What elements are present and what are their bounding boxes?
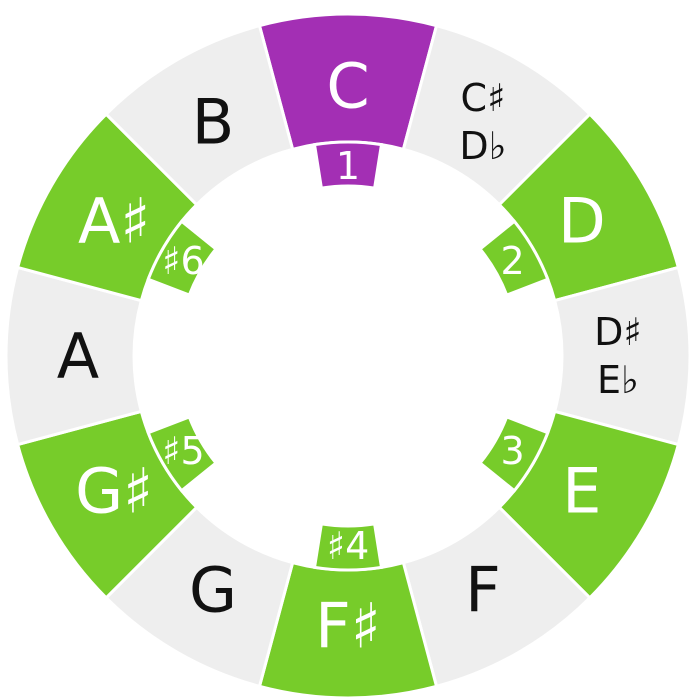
degree-band — [478, 219, 550, 298]
degree-label: ♯4 — [327, 524, 370, 568]
degree-band — [146, 219, 218, 298]
note-label: D♯ — [594, 310, 642, 354]
degree-band — [312, 522, 384, 572]
degree-label: ♯5 — [162, 429, 205, 473]
note-segment-d: 2D — [478, 112, 681, 303]
degree-label: 3 — [500, 429, 524, 473]
note-label: E — [562, 455, 601, 528]
note-label: F — [465, 553, 501, 626]
degree-label: 1 — [336, 144, 360, 188]
note-segment-c: 1C — [257, 12, 439, 190]
note-label: A — [57, 320, 99, 393]
note-label: A♯ — [78, 185, 150, 258]
note-label-alt: D♭ — [459, 124, 506, 168]
degree-label: 2 — [500, 239, 524, 283]
note-segment-g-sharp: ♯5G♯ — [15, 409, 218, 600]
note-label: C♯ — [461, 76, 506, 120]
note-segment-f-sharp: ♯4F♯ — [257, 522, 439, 700]
degree-label: ♯6 — [162, 239, 205, 283]
degree-band — [146, 414, 218, 493]
degree-band — [312, 140, 384, 190]
degree-band — [478, 414, 550, 493]
note-label: F♯ — [315, 590, 381, 663]
note-segment-a: A — [4, 265, 144, 447]
note-label-alt: E♭ — [597, 358, 639, 402]
note-band — [104, 23, 295, 207]
note-label: B — [192, 86, 235, 159]
note-segment-b: B — [104, 23, 295, 207]
note-label: C — [326, 50, 369, 123]
note-label: G — [189, 553, 237, 626]
note-label: D — [558, 185, 606, 258]
note-label: G♯ — [75, 455, 153, 528]
